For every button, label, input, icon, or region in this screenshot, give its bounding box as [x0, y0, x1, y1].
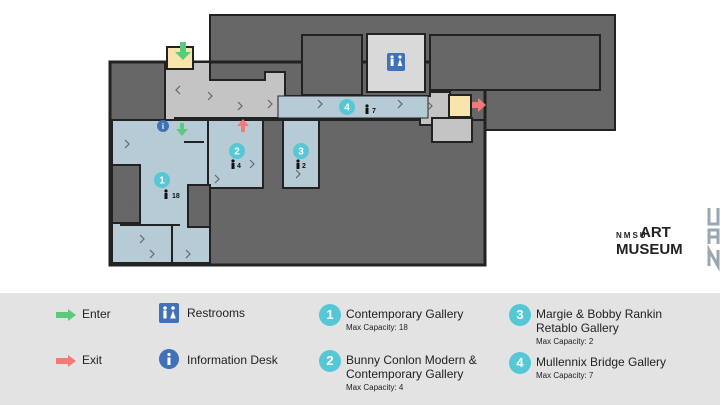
gallery-4-capacity: Max Capacity: 7 — [536, 371, 594, 380]
svg-text:4: 4 — [237, 163, 241, 170]
legend-enter-label: Enter — [82, 307, 111, 321]
gallery-1-name: Contemporary Gallery — [346, 307, 464, 321]
gallery-marker-3[interactable]: 3 2 — [293, 143, 309, 170]
restroom-icon — [159, 303, 179, 323]
exit-arrow-icon — [237, 119, 249, 132]
svg-text:i: i — [162, 122, 164, 131]
gallery-3-name-line2: Retablo Gallery — [536, 321, 619, 335]
svg-text:2: 2 — [302, 163, 306, 170]
logo-art: ART — [640, 224, 671, 241]
svg-text:3: 3 — [298, 147, 304, 158]
gallery-3-capacity: Max Capacity: 2 — [536, 337, 594, 346]
gallery-4-legend: Mullennix Bridge Gallery Max Capacity: 7 — [536, 355, 666, 380]
building-outline — [108, 60, 487, 267]
gallery-2-name-line2: Contemporary Gallery — [346, 367, 464, 381]
gallery-3-name-line1: Margie & Bobby Rankin — [536, 307, 663, 321]
gallery-1-partition-b — [187, 184, 211, 228]
north-room-a — [301, 34, 363, 96]
legend-restrooms-label: Restrooms — [187, 306, 246, 320]
svg-text:18: 18 — [172, 193, 180, 200]
logo-mark-icon — [705, 206, 720, 276]
legend-info-label: Information Desk — [187, 353, 278, 367]
exit-vestibule — [448, 94, 472, 118]
exit-arrow-icon — [56, 355, 76, 367]
museum-logo: NMSU ART MUSEUM — [616, 206, 720, 280]
floor-plan: i 1 18 2 4 3 2 4 7 — [108, 14, 616, 267]
info-desk-icon — [157, 120, 169, 132]
logo-museum: MUSEUM — [616, 241, 683, 258]
enter-arrow-icon — [175, 42, 191, 60]
enter-arrow-icon — [176, 123, 188, 136]
gallery-4-number: 4 — [509, 352, 531, 374]
restroom-icon — [387, 53, 405, 71]
gallery-marker-1[interactable]: 1 18 — [154, 172, 180, 200]
gallery-2-legend: Bunny Conlon Modern & Contemporary Galle… — [346, 353, 477, 392]
west-block — [109, 61, 166, 128]
gallery-2-capacity: Max Capacity: 4 — [346, 383, 404, 392]
svg-text:4: 4 — [344, 103, 350, 114]
north-room-c — [429, 34, 601, 91]
map-legend: Enter Exit Restrooms Information Desk 1 … — [0, 293, 720, 405]
exit-arrow-icon — [472, 98, 486, 112]
logo-nmsu: NMSU — [616, 231, 648, 240]
svg-text:7: 7 — [372, 108, 376, 115]
enter-arrow-icon — [56, 309, 76, 321]
gallery-4-name: Mullennix Bridge Gallery — [536, 355, 667, 369]
gallery-3-number: 3 — [509, 304, 531, 326]
info-desk-icon — [159, 349, 179, 369]
east-lobby — [431, 117, 473, 143]
gallery-1-legend: Contemporary Gallery Max Capacity: 18 — [346, 307, 463, 332]
gallery-1-number: 1 — [319, 304, 341, 326]
gallery-marker-4[interactable]: 4 7 — [339, 99, 376, 115]
gallery-1-capacity: Max Capacity: 18 — [346, 323, 408, 332]
gallery-3-legend: Margie & Bobby Rankin Retablo Gallery Ma… — [536, 307, 662, 346]
gallery-2-name-line1: Bunny Conlon Modern & — [346, 353, 477, 367]
gallery-1-partition-a — [111, 164, 141, 224]
svg-text:1: 1 — [159, 176, 165, 187]
legend-exit-label: Exit — [82, 353, 103, 367]
svg-text:2: 2 — [234, 147, 240, 158]
gallery-marker-2[interactable]: 2 4 — [229, 143, 245, 170]
gallery-2-number: 2 — [319, 350, 341, 372]
